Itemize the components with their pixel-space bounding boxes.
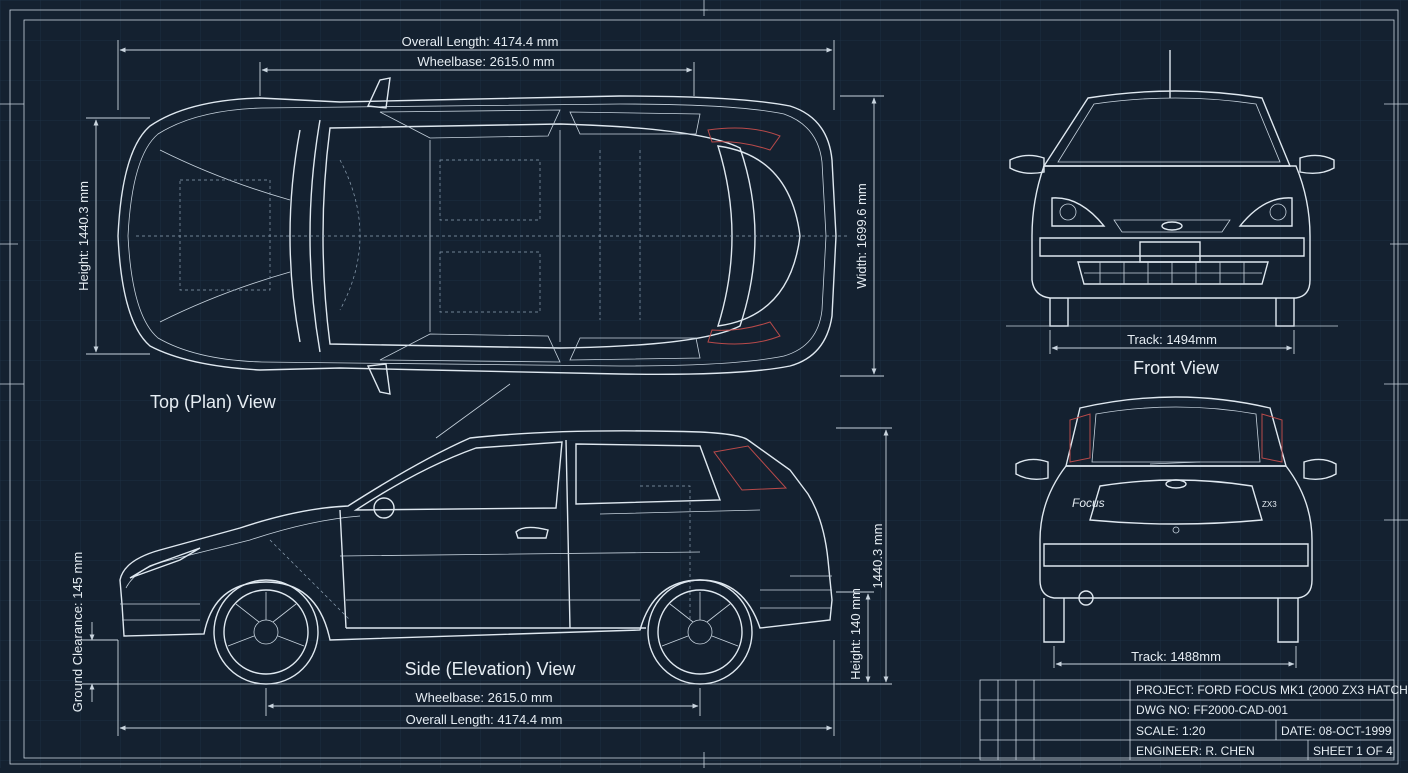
front-view-title: Front View [1133, 358, 1220, 378]
side-wheelbase-label: Wheelbase: 2615.0 mm [415, 690, 552, 705]
top-height-label: Height: 1440.3 mm [76, 181, 91, 291]
side-height-total-label: 1440.3 mm [870, 523, 885, 588]
front-track-label: Track: 1494mm [1127, 332, 1217, 347]
rear-badge-focus: Focus [1072, 496, 1105, 510]
title-block [979, 679, 1395, 761]
ground-clearance-label: Ground Clearance: 145 mm [70, 552, 85, 712]
title-sheet: SHEET 1 OF 4 [1313, 744, 1393, 758]
top-width-label: Width: 1699.6 mm [854, 183, 869, 289]
front-view-dimensions [1049, 330, 1295, 354]
top-wheelbase-label: Wheelbase: 2615.0 mm [417, 54, 554, 69]
side-overall-length-label: Overall Length: 4174.4 mm [406, 712, 563, 727]
top-overall-length-label: Overall Length: 4174.4 mm [402, 34, 559, 49]
title-scale: SCALE: 1:20 [1136, 724, 1206, 738]
side-height-sill-label: Height: 140 mm [848, 588, 863, 680]
front-view-car [1006, 50, 1338, 327]
title-dwg-no: DWG NO: FF2000-CAD-001 [1136, 703, 1288, 717]
side-view-car [110, 383, 840, 685]
side-view-title: Side (Elevation) View [405, 659, 577, 679]
rear-badge-zx3: ZX3 [1262, 500, 1277, 509]
title-engineer: ENGINEER: R. CHEN [1136, 744, 1255, 758]
title-date: DATE: 08-OCT-1999 [1281, 724, 1392, 738]
top-view-title: Top (Plan) View [150, 392, 277, 412]
top-view-dimensions [86, 40, 884, 377]
title-project: PROJECT: FORD FOCUS MK1 (2000 ZX3 HATCH) [1136, 683, 1408, 697]
rear-view-car [1015, 396, 1337, 643]
top-view-car [117, 77, 850, 395]
rear-view-dimensions [1053, 646, 1297, 668]
side-view-dimensions [82, 427, 892, 736]
rear-track-label: Track: 1488mm [1131, 649, 1221, 664]
